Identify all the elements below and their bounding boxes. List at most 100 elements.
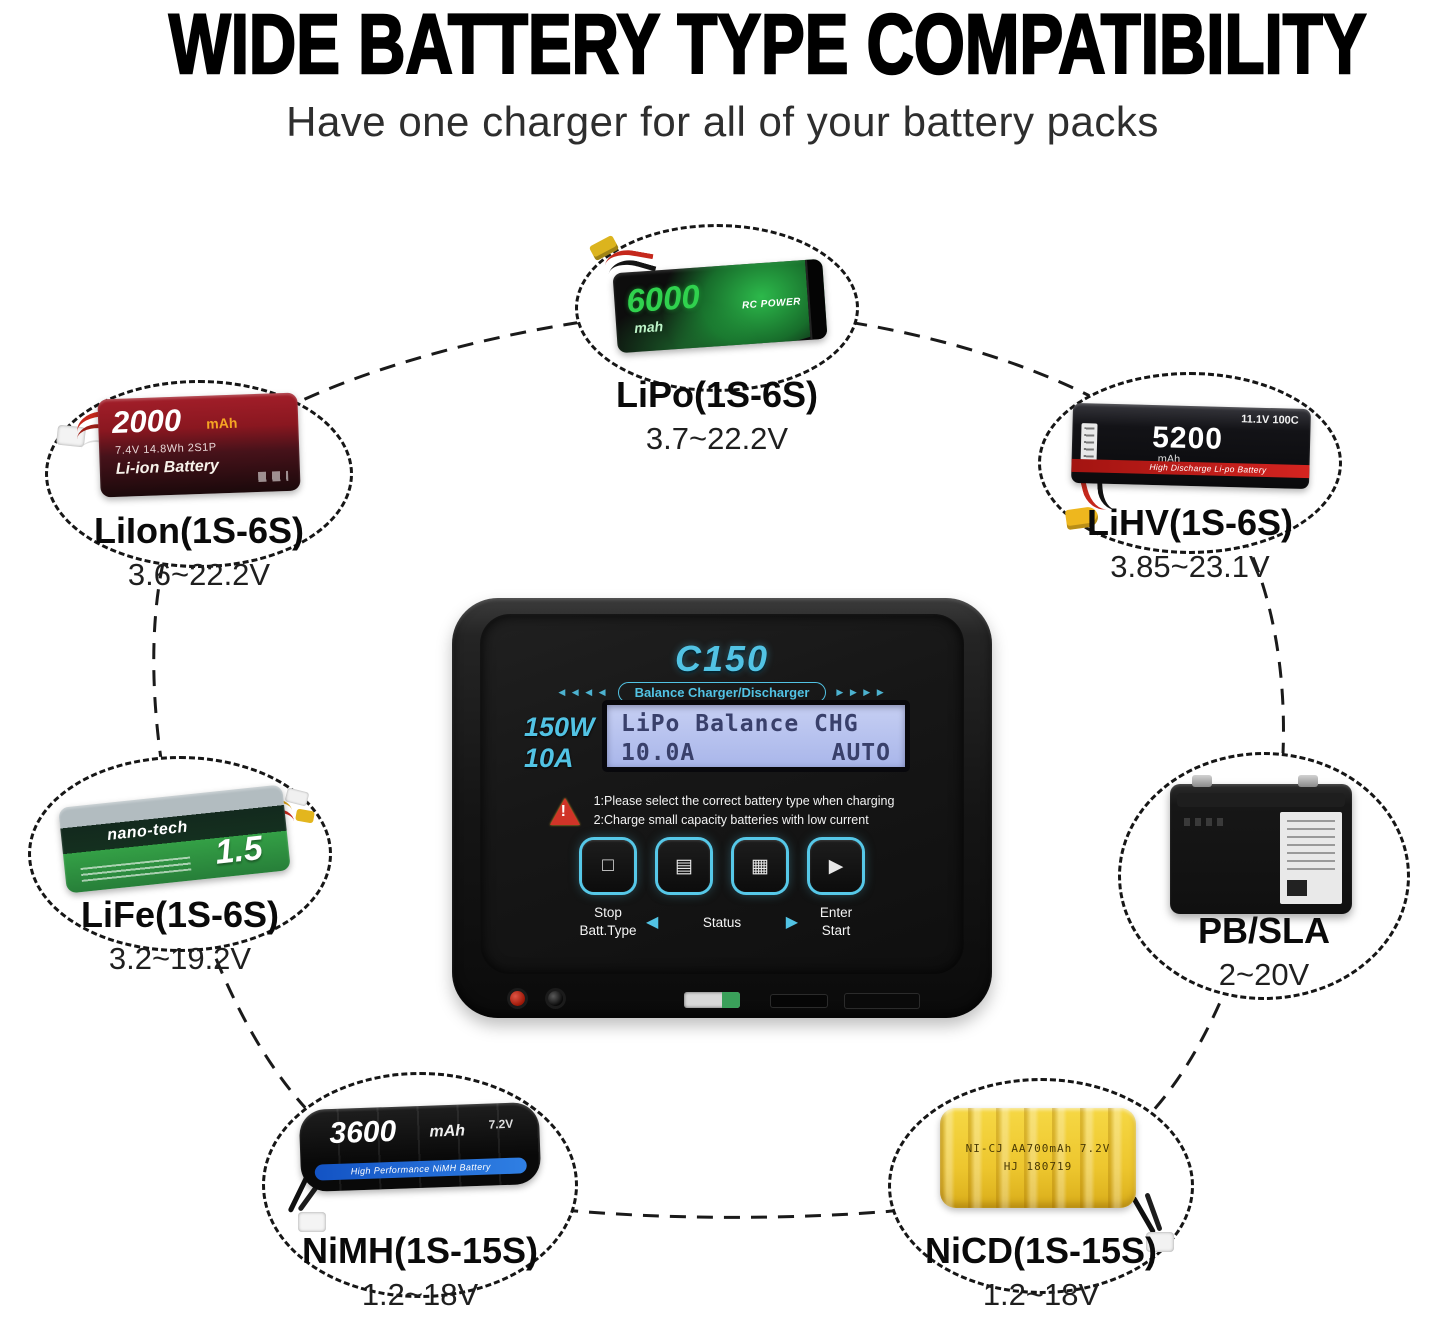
warning-exclamation: !	[560, 802, 566, 820]
stop-batt-type-button: □	[582, 840, 634, 892]
lihv-label: LiHV(1S-6S) 3.85~23.1V	[1038, 502, 1342, 585]
stop-button-icon: □	[602, 855, 614, 876]
charger-bottom-ports	[452, 986, 992, 1012]
liion-label: LiIon(1S-6S) 3.6~22.2V	[45, 510, 353, 593]
lipo-capacity: 6000	[625, 277, 701, 320]
status-left-arrow-icon: ◀	[646, 914, 659, 931]
warning-line-2: 2:Charge small capacity batteries with l…	[593, 813, 869, 828]
nicd-battery-image: NI-CJ AA700mAh 7.2V HJ 180719	[940, 1108, 1136, 1208]
charger-device: C150 ◀ ◀ ◀ ◀ Balance Charger/Discharger …	[452, 598, 992, 1018]
lcd-line2: 10.0A AUTO	[621, 740, 891, 766]
pbsla-name: PB/SLA	[1197, 910, 1330, 951]
battery-group-liion: 2000 mAh 7.4V 14.8Wh 2S1P Li-ion Battery…	[45, 380, 353, 592]
liion-name: LiIon(1S-6S)	[93, 510, 304, 551]
nimh-name: NiMH(1S-15S)	[301, 1230, 539, 1271]
liion-cert-marks	[257, 470, 289, 482]
life-voltage-range: 3.2~19.2V	[108, 941, 252, 976]
nimh-type-stripe: High Performance NiMH Battery	[314, 1157, 527, 1181]
lihv-balance-connector-icon	[1080, 423, 1098, 462]
life-name: LiFe(1S-6S)	[80, 894, 280, 935]
lipo-label: LiPo(1S-6S) 3.7~22.2V	[575, 374, 859, 457]
stop-label-top: Stop	[594, 905, 622, 920]
enter-button-icon: ▶	[828, 855, 844, 877]
stop-label-bottom: Batt.Type	[579, 923, 637, 939]
status-right-arrow-icon: ▶	[785, 914, 798, 931]
lcd-mode-value: AUTO	[831, 740, 891, 766]
status-right-button: ▦	[734, 840, 786, 892]
lipo-voltage-range: 3.7~22.2V	[645, 421, 789, 456]
pbsla-terminal-negative	[1192, 775, 1212, 787]
life-label: LiFe(1S-6S) 3.2~19.2V	[28, 894, 332, 977]
balance-port-icon	[684, 992, 740, 1008]
enter-label-top: Enter	[819, 905, 853, 920]
liion-battery-image: 2000 mAh 7.4V 14.8Wh 2S1P Li-ion Battery	[97, 392, 301, 498]
nicd-voltage-range: 1.2~18V	[982, 1277, 1100, 1312]
status-button-label: ◀ Status ▶	[646, 912, 798, 932]
nimh-label: NiMH(1S-15S) 1.2~18V	[262, 1230, 578, 1313]
lihv-spec: 11.1V 100C	[1241, 413, 1299, 427]
status-label: Status	[702, 914, 742, 930]
status-left-button-icon: ▤	[675, 855, 693, 877]
status-right-button-icon: ▦	[751, 855, 769, 877]
chevrons-left-icon: ◀ ◀ ◀ ◀	[558, 687, 608, 697]
battery-group-life: nano-tech 1.5 LiFe(1S-6S) 3.2~19.2V	[28, 756, 332, 976]
stop-button-label: Stop Batt.Type	[548, 904, 668, 940]
lipo-name: LiPo(1S-6S)	[615, 374, 819, 415]
warning-text: 1:Please select the correct battery type…	[594, 792, 895, 831]
nicd-spec: NI-CJ AA700mAh 7.2V	[965, 1142, 1111, 1155]
liion-type: Li-ion Battery	[115, 457, 220, 478]
liion-capacity: 2000	[111, 402, 182, 441]
header: WIDE BATTERY TYPE COMPATIBILITY	[0, 0, 1445, 93]
status-left-button: ▤	[658, 840, 710, 892]
lipo-capacity-unit: mah	[633, 318, 664, 337]
nimh-capacity-unit: mAh	[429, 1122, 466, 1141]
pbsla-vents	[1184, 818, 1228, 826]
pbsla-label: PB/SLA 2~20V	[1118, 910, 1410, 993]
battery-group-lipo: 6000 mah RC POWER LiPo(1S-6S) 3.7~22.2V	[575, 224, 859, 456]
nimh-voltage-range: 1.2~18V	[361, 1277, 479, 1312]
charger-amps: 10A	[524, 743, 574, 774]
battery-group-pbsla: PB/SLA 2~20V	[1118, 752, 1410, 1000]
chevrons-right-icon: ▶ ▶ ▶ ▶	[836, 687, 886, 697]
lipo-battery-image: 6000 mah RC POWER	[612, 258, 828, 354]
life-fine-print	[80, 856, 192, 882]
charger-front-panel	[480, 614, 964, 974]
warning-line-1: 1:Please select the correct battery type…	[593, 794, 895, 808]
nicd-code: HJ 180719	[1003, 1160, 1073, 1173]
nimh-battery-image: 3600 mAh 7.2V High Performance NiMH Batt…	[298, 1101, 542, 1193]
warning-triangle-icon: !	[549, 797, 580, 825]
pbsla-label-panel	[1280, 812, 1342, 904]
lihv-type-stripe: High Discharge Li-po Battery	[1071, 458, 1310, 479]
lcd-display: LiPo Balance CHG 10.0A AUTO	[602, 700, 910, 772]
battery-group-lihv: 11.1V 100C 5200 mAh High Discharge Li-po…	[1038, 372, 1342, 584]
charger-button-labels: Stop Batt.Type ◀ Status ▶ Enter Start	[452, 904, 992, 948]
charger-power-spec: 150W 10A	[524, 712, 595, 774]
page-subtitle: Have one charger for all of your battery…	[286, 98, 1159, 145]
lcd-line1: LiPo Balance CHG	[621, 711, 859, 737]
liion-capacity-unit: mAh	[205, 414, 238, 432]
charger-model: C150	[674, 638, 770, 679]
battery-group-nicd: NI-CJ AA700mAh 7.2V HJ 180719 NiCD(1S-15…	[888, 1078, 1194, 1312]
life-capacity: 1.5	[213, 828, 265, 872]
page-title: WIDE BATTERY TYPE COMPATIBILITY	[168, 0, 1368, 92]
enter-start-button: ▶	[810, 840, 862, 892]
lihv-voltage-range: 3.85~23.1V	[1110, 549, 1270, 584]
pbsla-battery-image	[1170, 775, 1352, 914]
liion-spec: 7.4V 14.8Wh 2S1P	[114, 441, 217, 457]
input-port-icon	[844, 993, 920, 1009]
banana-jack-black-icon	[548, 991, 563, 1006]
nicd-name: NiCD(1S-15S)	[924, 1230, 1158, 1271]
enter-label-bottom: Start	[821, 923, 851, 939]
life-brand: nano-tech	[106, 818, 189, 844]
banana-jack-red-icon	[510, 991, 525, 1006]
enter-button-label: Enter Start	[776, 904, 896, 940]
lihv-name: LiHV(1S-6S)	[1086, 502, 1294, 543]
pbsla-terminal-positive	[1298, 775, 1318, 787]
pbsla-voltage-range: 2~20V	[1218, 957, 1310, 992]
output-port-icon	[770, 994, 828, 1008]
charger-buttons-row: □ ▤ ▦ ▶	[452, 840, 992, 892]
lihv-capacity: 5200	[1151, 420, 1224, 456]
nimh-tamiya-plug-icon	[298, 1212, 326, 1232]
warning-block: ! 1:Please select the correct battery ty…	[452, 792, 992, 831]
